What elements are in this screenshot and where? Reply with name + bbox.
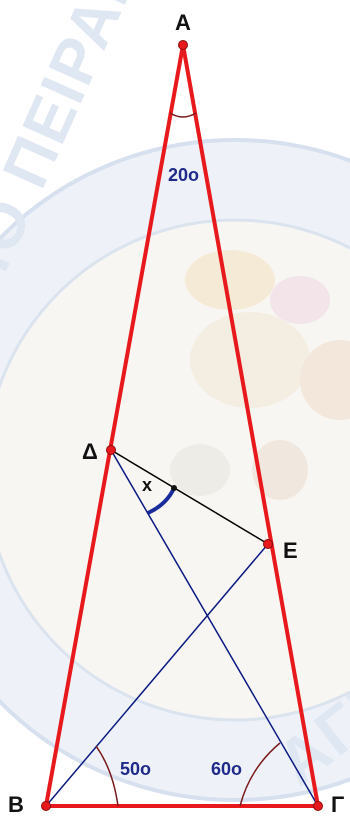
side-AB <box>44 44 185 807</box>
triangle-ABG <box>44 44 320 808</box>
point-on-DE <box>171 485 177 491</box>
vertex-label-D: Δ <box>82 439 98 464</box>
angle-arc-B <box>95 745 119 807</box>
points <box>41 40 323 811</box>
vertex-label-A: Α <box>175 10 191 35</box>
angle-arc-apex <box>169 112 197 118</box>
point-A <box>178 40 188 50</box>
angle-label-apex: 20ο <box>168 165 199 185</box>
segment-DE <box>110 449 269 545</box>
vertex-label-B: Β <box>8 792 24 817</box>
angle-label-B: 50ο <box>120 759 151 779</box>
vertex-label-E: Ε <box>283 538 298 563</box>
point-D <box>106 445 116 455</box>
point-G <box>313 801 323 811</box>
point-B <box>41 801 51 811</box>
vertex-label-G: Γ <box>331 792 344 817</box>
point-E <box>263 539 273 549</box>
angle-arc-G <box>239 742 281 807</box>
side-AG <box>181 44 320 807</box>
angle-label-x: x <box>142 475 152 495</box>
segment-GD <box>110 449 319 807</box>
angle-label-G: 60ο <box>211 759 242 779</box>
segment-BE <box>45 543 269 807</box>
